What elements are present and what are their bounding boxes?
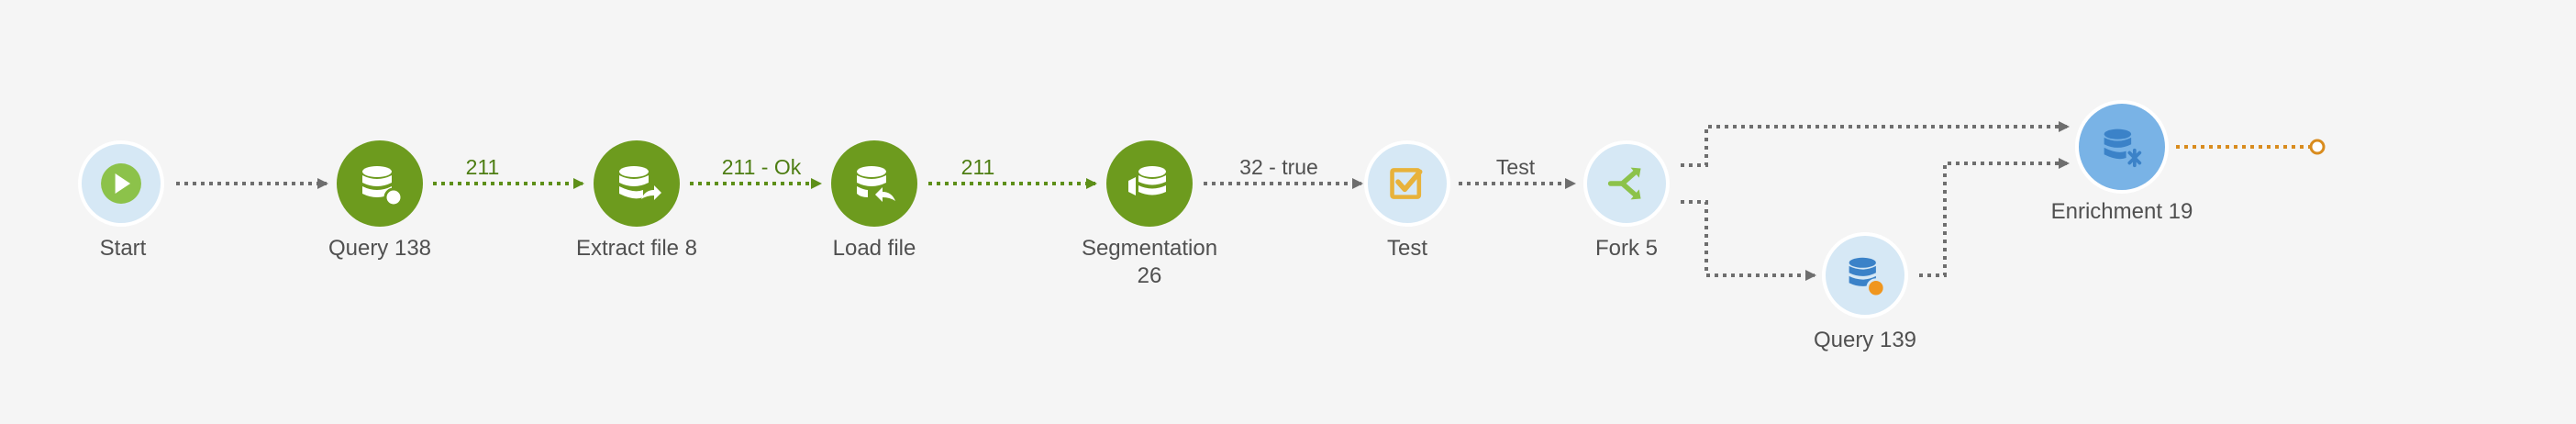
node-label-test: Test [1386, 236, 1427, 261]
node-label-segmentation: Segmentation [1081, 236, 1218, 261]
database-query-icon [362, 166, 404, 207]
database-import-icon [857, 166, 895, 202]
fork-activity[interactable] [1583, 140, 1670, 227]
segmentation-activity[interactable] [1106, 140, 1193, 227]
node-label-start: Start [99, 236, 147, 261]
query-activity[interactable] [337, 140, 423, 227]
edge-label-extract8-loadfile: 211 - Ok [721, 155, 802, 179]
node-label-fork5: Fork 5 [1594, 236, 1658, 261]
checkbox-test-icon [1390, 168, 1423, 199]
node-label-loadfile: Load file [832, 236, 916, 261]
node-label-query139: Query 139 [1813, 328, 1917, 352]
extract-file-activity[interactable] [594, 140, 680, 227]
node-label-enrichment19: Enrichment 19 [2050, 199, 2193, 224]
start-activity[interactable] [78, 140, 164, 227]
node-label-segmentation-number: 26 [1137, 263, 1162, 288]
database-split-icon [1128, 166, 1166, 195]
edge-label-test-fork5: Test [1495, 155, 1536, 179]
database-enrichment-icon [2104, 128, 2142, 168]
node-label-extract8: Extract file 8 [575, 236, 698, 261]
edge-label-loadfile-segmentation: 211 [960, 155, 995, 179]
test-activity[interactable] [1364, 140, 1450, 227]
database-query-icon [1849, 257, 1886, 298]
play-icon [101, 163, 141, 204]
output-transition-endpoint [2309, 139, 2326, 155]
database-export-icon [619, 166, 661, 200]
edge-query139-enrichment19 [1919, 158, 2070, 277]
edge-fork5-enrichment19 [1681, 121, 2070, 167]
edge-label-segmentation-test: 32 - true [1239, 155, 1318, 179]
node-label-query138: Query 138 [328, 236, 432, 261]
enrichment-activity[interactable] [2075, 100, 2169, 194]
load-file-activity[interactable] [831, 140, 917, 227]
fork-icon [1607, 167, 1641, 200]
query-activity-139[interactable] [1822, 232, 1908, 318]
edge-label-query138-extract8: 211 [465, 155, 500, 179]
